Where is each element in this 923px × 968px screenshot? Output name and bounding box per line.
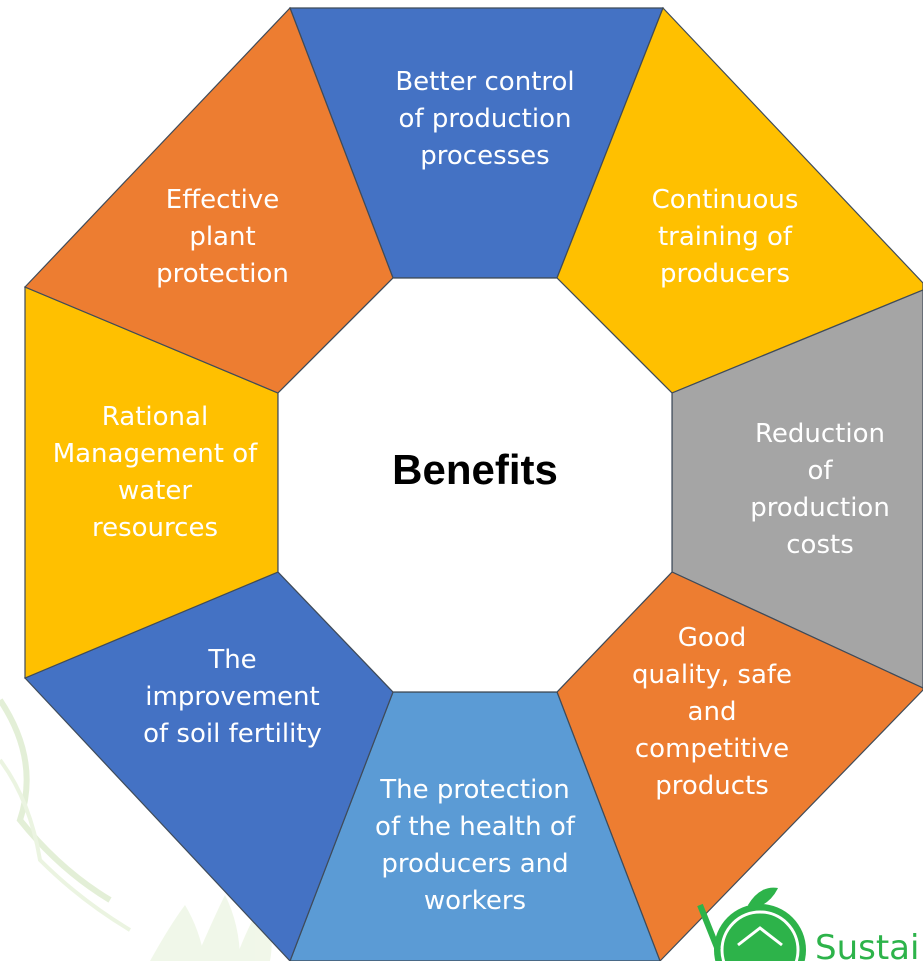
segment-label-top: Better control of production processes (395, 67, 575, 171)
logo-text: Sustai (815, 928, 920, 968)
segment-label-bottom-left: The improvement of soil fertility (143, 645, 322, 749)
segment-label-bottom: The protection of the health of producer… (375, 775, 575, 916)
segment-label-top-left: Effective plant protection (156, 185, 289, 289)
segment-label-right: Reduction of production costs (750, 419, 890, 560)
center-title: Benefits (392, 446, 558, 493)
segment-label-left: Rational Management of water resources (52, 402, 258, 543)
logo-icon (697, 887, 806, 961)
segment-label-bottom-right: Good quality, safe and competitive produ… (631, 623, 793, 801)
center-octagon (277, 277, 673, 693)
segment-label-top-right: Continuous training of producers (651, 185, 799, 289)
octagon-segments (23, 6, 923, 961)
